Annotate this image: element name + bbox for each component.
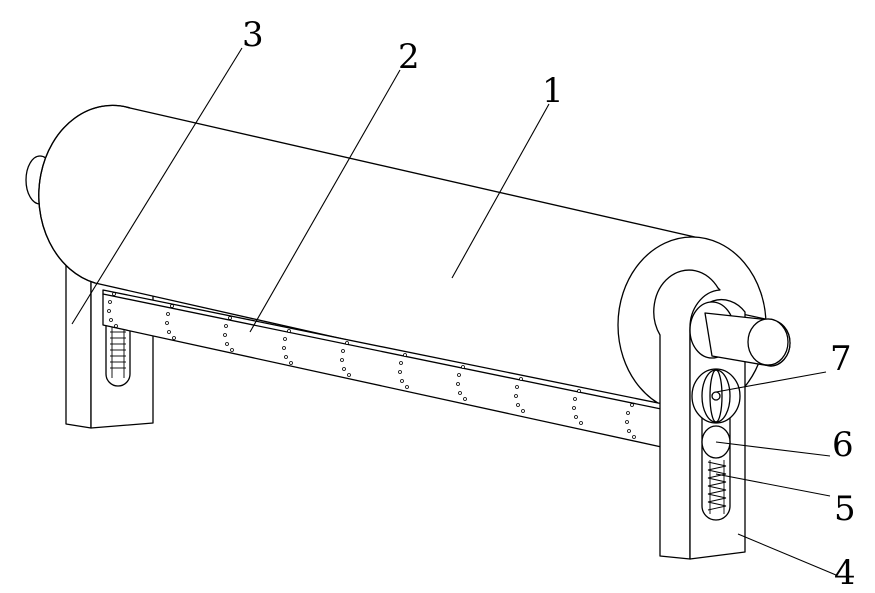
callout-2: 2 (398, 37, 420, 77)
pulley-wheel (691, 368, 741, 424)
perforated-roller (102, 289, 669, 449)
callout-3: 3 (242, 15, 264, 55)
leader-lines (71, 47, 837, 576)
callout-7: 7 (830, 339, 852, 379)
callout-6: 6 (832, 425, 854, 465)
callout-5: 5 (834, 489, 856, 529)
callout-1: 1 (542, 71, 564, 111)
callout-4: 4 (834, 553, 856, 593)
callout-labels: 3 2 1 7 6 5 4 (242, 15, 856, 593)
right-support-leg (653, 269, 791, 560)
right-spring (707, 460, 727, 514)
roller-dot-rings (107, 292, 636, 439)
